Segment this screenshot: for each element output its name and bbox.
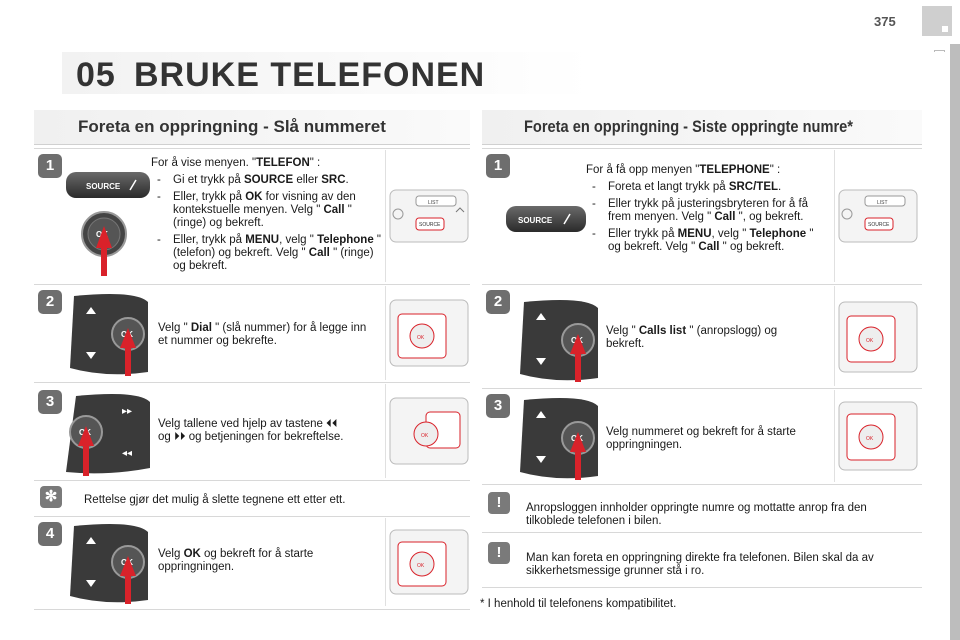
dashboard-panel-icon: OK [834,286,921,386]
info-exclamation-icon: ! [488,492,510,514]
step-number: 3 [38,390,62,414]
side-bar [950,44,960,640]
step-number: 1 [486,154,510,178]
step-number: 4 [38,522,62,546]
source-ok-control-icon: SOURCE OK [64,168,154,278]
dashboard-panel-icon: OK [834,390,921,482]
svg-text:▸▸: ▸▸ [122,406,132,417]
svg-text:LIST: LIST [877,200,888,206]
steering-control-icon: ▸▸ ◂◂ OK [58,392,154,478]
svg-text:OK: OK [866,338,874,344]
svg-text:SOURCE: SOURCE [419,222,441,228]
svg-text:OK: OK [417,335,425,341]
chapter-number: 05 [76,56,116,94]
info-lightbulb-icon: ✻ [40,486,62,508]
info-text-left: Rettelse gjør det mulig å slette tegnene… [84,494,346,506]
section-title-right: Foreta en oppringning - Siste oppringte … [524,117,853,136]
steering-control-icon: OK [516,298,604,384]
svg-text:OK: OK [421,433,429,439]
chapter-title: BRUKE TELEFONEN [134,56,486,94]
step-number: 2 [486,290,510,314]
source-button-icon: SOURCE [504,200,588,240]
info-box-right-2 [482,532,922,588]
step-3-right-text: Velg nummeret og bekreft for å starte op… [606,426,796,451]
step-1-left-text: For å vise menyen. "TELEFON" : Gi et try… [151,157,383,277]
steering-control-icon: OK [516,396,604,482]
svg-text:SOURCE: SOURCE [86,182,121,191]
svg-text:OK: OK [866,436,874,442]
svg-text:OK: OK [417,563,425,569]
step-number: 2 [38,290,62,314]
step-4-left-text: Velg OK og bekreft for å starte oppringn… [158,548,314,573]
svg-text:SOURCE: SOURCE [518,216,553,225]
step-2-left-text: Velg " Dial " (slå nummer) for å legge i… [158,322,367,347]
dashboard-panel-icon: OK [385,518,470,606]
section-title-left: Foreta en oppringning - Slå nummeret [78,117,386,136]
steering-control-icon: OK [66,522,154,606]
chapter-banner [62,52,946,94]
svg-text:SOURCE: SOURCE [868,222,890,228]
svg-text:◂◂: ◂◂ [122,448,132,459]
dashboard-panel-icon: LIST SOURCE [385,150,470,282]
step-1-right-text: For å få opp menyen "TELEPHONE" : Foreta… [586,164,818,258]
dashboard-panel-icon: OK [385,384,470,478]
info-text-right-2: Man kan foreta en oppringning direkte fr… [526,552,874,577]
footnote: * I henhold til telefonens kompatibilite… [480,598,677,610]
section-header-right [482,110,922,145]
info-box-left [34,480,470,517]
info-exclamation-icon: ! [488,542,510,564]
section-header-left [34,110,470,145]
page-number: 375 [874,14,896,29]
corner-mark [922,6,952,36]
info-box-right-1 [482,484,922,533]
dashboard-panel-icon: OK [385,286,470,380]
step-number: 1 [38,154,62,178]
step-2-right-text: Velg " Calls list " (anropslogg) og bekr… [606,325,778,350]
step-number: 3 [486,394,510,418]
step-3-left-text: Velg tallene ved hjelp av tastene ⏴⏴ og … [158,418,344,443]
steering-control-icon: OK [66,292,154,378]
svg-text:LIST: LIST [428,200,439,206]
dashboard-panel-icon: LIST SOURCE [834,150,921,282]
info-text-right-1: Anropsloggen innholder oppringte numre o… [526,502,867,527]
